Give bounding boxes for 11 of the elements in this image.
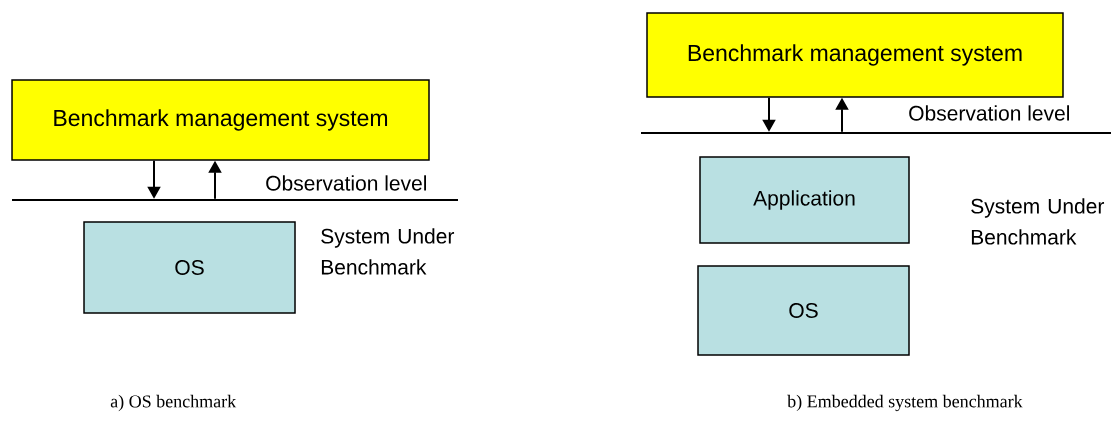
system-label: System Under Benchmark [321, 228, 455, 275]
process-box: OS [697, 265, 910, 356]
level-label: Observation level [909, 105, 1069, 121]
caption: b) Embedded system benchmark [787, 394, 1023, 412]
level-label: Observation level [266, 175, 426, 191]
caption: a) OS benchmark [110, 394, 237, 412]
process-box: Benchmark management system [646, 12, 1064, 98]
process-box: OS [83, 221, 296, 314]
process-box: Benchmark management system [11, 79, 430, 161]
system-label: System Under Benchmark [971, 198, 1105, 245]
process-box: Application [699, 156, 910, 244]
